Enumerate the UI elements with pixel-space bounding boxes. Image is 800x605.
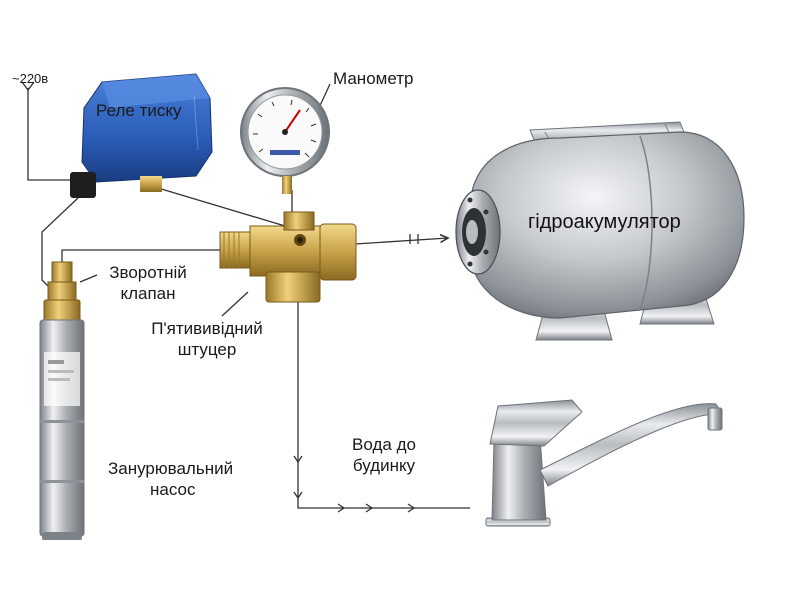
check-valve-label-line-1: Зворотній bbox=[109, 263, 187, 282]
fitting-label-line-2: штуцер bbox=[177, 340, 237, 359]
fitting-label: П'ятививідний штуцер bbox=[142, 318, 272, 360]
pressure-gauge-icon bbox=[240, 87, 330, 194]
pump-label: Занурювальний насос bbox=[108, 458, 233, 500]
check-valve-label-line-2: клапан bbox=[120, 284, 176, 303]
submersible-pump-icon bbox=[39, 319, 85, 540]
check-valve-icon bbox=[43, 261, 81, 323]
water-label-line-1: Вода до bbox=[352, 435, 416, 454]
pump-label-line-2: насос bbox=[150, 480, 196, 499]
power-label: ~220в bbox=[12, 71, 49, 86]
connection-lines bbox=[21, 81, 470, 513]
brass-fitting-icon bbox=[219, 211, 357, 303]
pump-label-line-1: Занурювальний bbox=[108, 459, 234, 478]
water-label: Вода до будинку bbox=[334, 434, 434, 476]
accumulator-tank-icon bbox=[455, 121, 745, 341]
pressure-relay-icon bbox=[70, 73, 213, 198]
fitting-label-line-1: П'ятививідний bbox=[151, 319, 263, 338]
water-label-line-2: будинку bbox=[352, 456, 416, 475]
accumulator-label: гідроакумулятор bbox=[528, 211, 681, 233]
relay-label: Реле тиску bbox=[96, 101, 182, 120]
faucet-icon bbox=[485, 399, 723, 527]
gauge-label: Манометр bbox=[333, 69, 414, 88]
check-valve-label: Зворотній клапан bbox=[98, 262, 198, 304]
